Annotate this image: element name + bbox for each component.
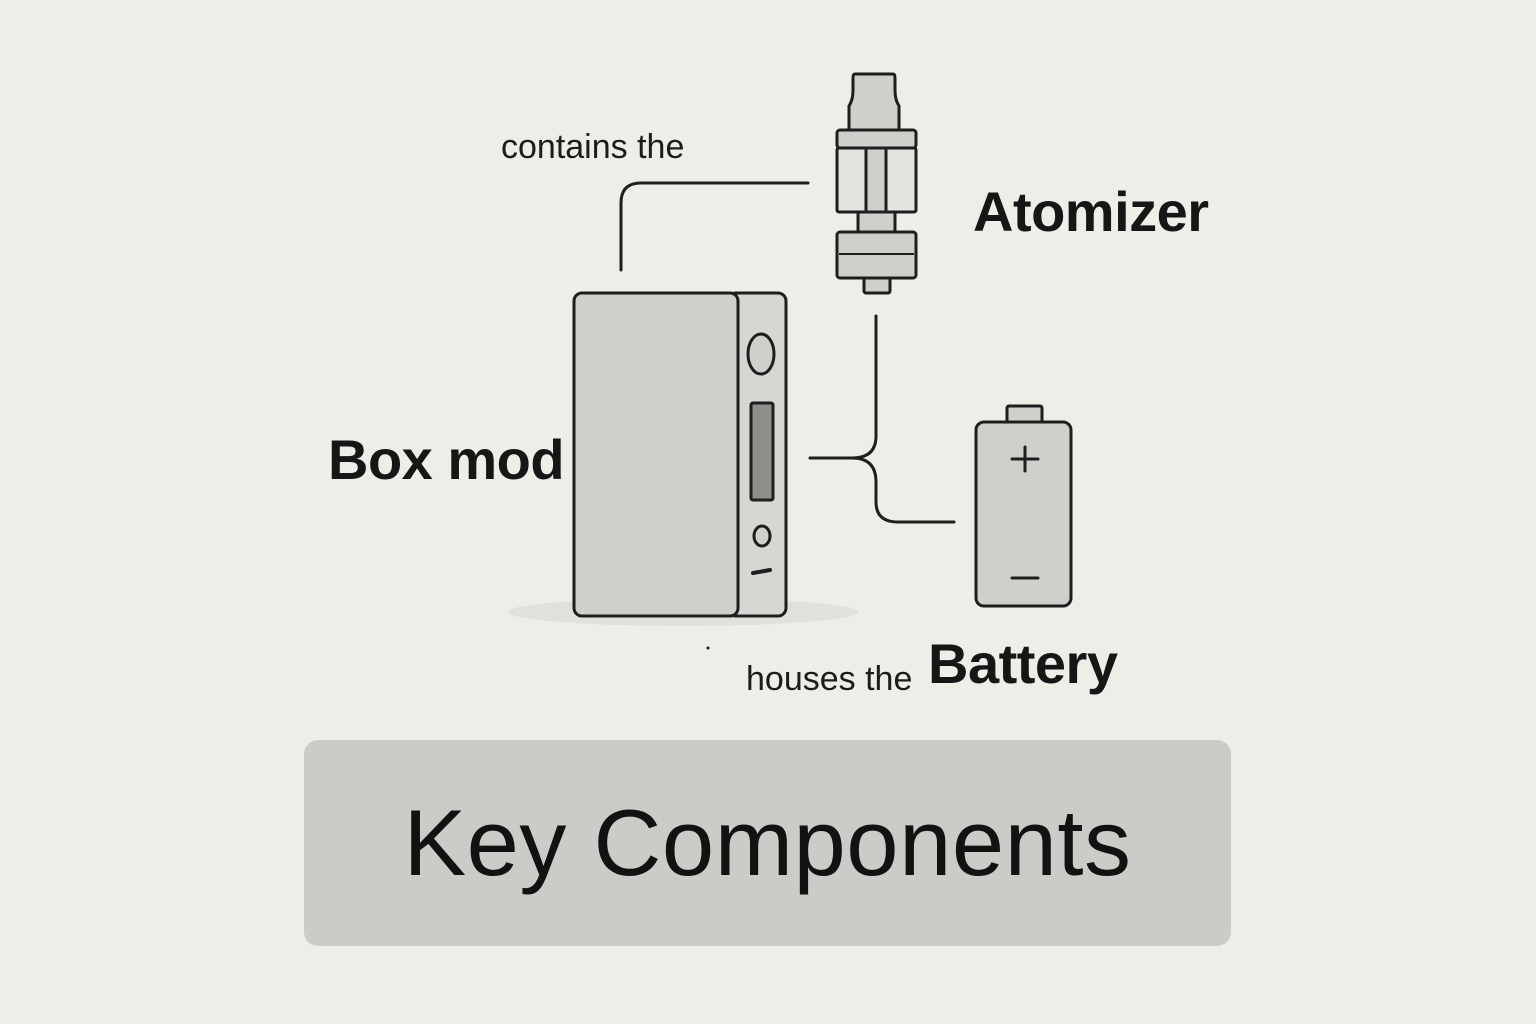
battery-body	[974, 420, 1073, 608]
plus-sign	[1010, 445, 1040, 473]
atomizer-chimney	[864, 146, 888, 214]
key-components-title: Key Components	[403, 790, 1132, 895]
box-mod-icon	[572, 291, 788, 618]
connector-boxmod-to-atomizer	[619, 181, 810, 272]
usb-port	[751, 568, 772, 575]
atomizer-top-cap	[835, 128, 918, 150]
atomizer-base-ring	[856, 210, 897, 234]
key-components-banner: Key Components	[304, 740, 1231, 946]
atomizer-connector-pin	[862, 276, 892, 295]
speck-dot	[706, 646, 710, 650]
connector-lines	[619, 181, 956, 524]
atomizer-icon	[835, 72, 918, 295]
adjust-button	[752, 524, 772, 548]
battery-label: Battery	[928, 632, 1118, 695]
battery-icon	[974, 404, 1073, 608]
box-mod-body	[572, 291, 740, 618]
contains-the-text: contains the	[501, 128, 685, 166]
connector-boxmod-to-battery	[808, 314, 956, 524]
box-mod-label: Box mod	[328, 428, 565, 491]
fire-button	[746, 332, 776, 376]
atomizer-label: Atomizer	[973, 180, 1209, 243]
atomizer-drip-tip	[847, 72, 901, 132]
box-mod-screen	[749, 401, 775, 502]
houses-the-text: houses the	[746, 660, 913, 698]
